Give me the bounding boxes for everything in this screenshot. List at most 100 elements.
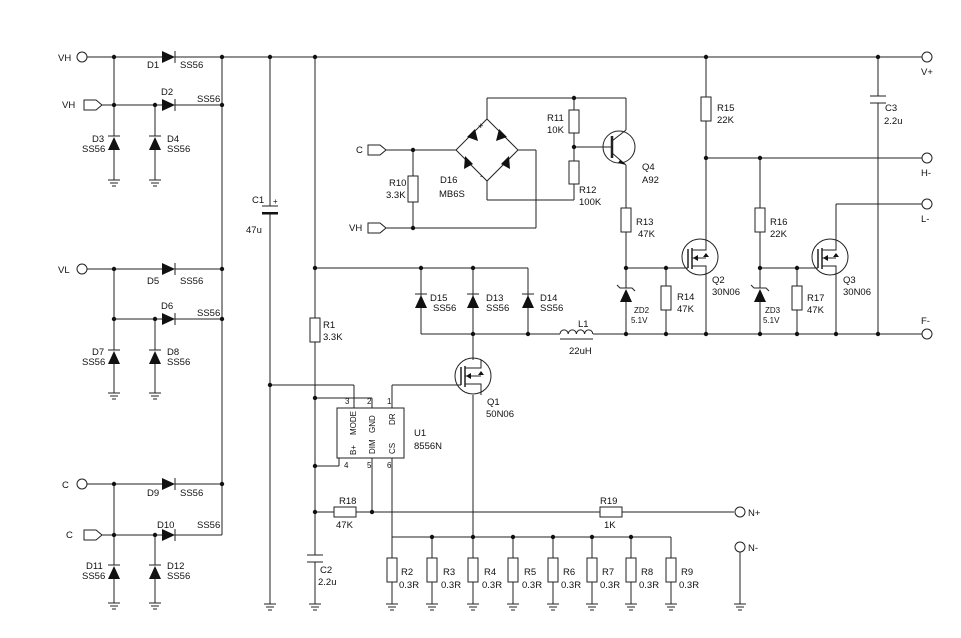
terminal-label: H- [921, 168, 931, 179]
component-ref-label: R10 [389, 178, 406, 189]
ground-symbols [107, 179, 747, 611]
component-ref-label: L1 [578, 319, 589, 330]
pin-label: 5 [367, 461, 372, 470]
terminal-n-minus[interactable]: N- [734, 541, 758, 554]
component-value-label: 30N06 [843, 287, 871, 298]
component-ref-label: D12 [167, 561, 184, 572]
capacitor-c3: C32.2u [870, 95, 903, 127]
terminal-n-plus[interactable]: N+ [734, 506, 761, 519]
terminal-v-plus[interactable]: V+ [921, 51, 933, 78]
terminal-label: N+ [748, 508, 761, 519]
component-ref-label: R8 [641, 567, 653, 578]
component-value-label: MB6S [439, 189, 465, 200]
component-value-label: 22K [717, 115, 735, 126]
component-value-label: SS56 [82, 571, 105, 582]
component-value-label: SS56 [540, 303, 563, 314]
component-value-label: 22K [770, 229, 788, 240]
capacitor-c2: C22.2u [307, 554, 337, 588]
component-ref-label: R6 [563, 567, 575, 578]
component-value-label: 10K [547, 125, 565, 136]
component-ref-label: U1 [414, 428, 426, 439]
component-ref-label: R16 [770, 217, 787, 228]
resistor-r2: R20.3R [386, 557, 419, 591]
component-ref-label: Q4 [642, 162, 655, 173]
pin-label: 1 [387, 397, 392, 406]
pin-label: 3 [345, 397, 350, 406]
component-value-label: 3.3K [386, 190, 406, 201]
pin-label: 4 [344, 461, 349, 470]
component-ref-label: C2 [320, 565, 332, 576]
resistor-r1: R13.3K [309, 317, 343, 343]
component-ref-label: D13 [486, 293, 503, 304]
component-ref-label: R7 [602, 567, 614, 578]
terminal-c-input[interactable]: C [356, 144, 387, 156]
terminal-vh-input[interactable]: VH [349, 222, 387, 234]
terminal-vh-1[interactable]: VH [58, 51, 88, 64]
component-ref-label: D8 [167, 347, 179, 358]
resistor-r6: R60.3R [547, 557, 581, 591]
terminal-h-minus[interactable]: H- [921, 152, 933, 179]
terminal-c-1[interactable]: C [62, 478, 88, 491]
component-ref-label: D1 [147, 60, 159, 71]
component-value-label: 8556N [414, 441, 442, 452]
component-ref-label: Q2 [712, 275, 725, 286]
terminal-label: V+ [921, 67, 933, 78]
component-ref-label: D16 [440, 175, 457, 186]
component-value-label: SS56 [197, 520, 220, 531]
wires [87, 56, 922, 604]
terminal-l-minus[interactable]: L- [921, 198, 933, 225]
resistor-r7: R70.3R [586, 557, 620, 591]
component-ref-label: Q1 [487, 397, 500, 408]
pin-label: DR [388, 413, 397, 425]
junction-dots [111, 54, 881, 540]
terminal-vh-2[interactable]: VH [62, 99, 103, 111]
component-ref-label: R1 [323, 320, 335, 331]
inductor-l1: L1 22uH [559, 319, 594, 357]
component-value-label: 47u [246, 225, 262, 236]
pin-label: MODE [349, 411, 358, 435]
component-value-label: 1K [604, 520, 616, 531]
component-ref-label: R11 [547, 113, 564, 124]
component-value-label: 47K [638, 229, 656, 240]
terminal-c-2[interactable]: C [66, 529, 103, 541]
terminal-f-minus[interactable]: F- [921, 316, 933, 340]
component-ref-label: D4 [167, 134, 179, 145]
component-ref-label: D10 [157, 520, 174, 531]
component-value-label: SS56 [197, 94, 220, 105]
terminal-label: L- [921, 214, 929, 225]
component-value-label: 0.3R [522, 580, 542, 591]
terminal-vl[interactable]: VL [58, 263, 88, 276]
component-value-label: 30N06 [712, 287, 740, 298]
resistor-r8: R80.3R [625, 557, 659, 591]
terminal-label: N- [748, 543, 758, 554]
component-value-label: SS56 [180, 488, 203, 499]
component-value-label: 0.3R [441, 580, 461, 591]
terminal-label: F- [921, 316, 930, 327]
component-ref-label: D14 [540, 293, 557, 304]
component-value-label: SS56 [180, 276, 203, 287]
component-ref-label: R13 [636, 217, 653, 228]
component-value-label: 47K [336, 520, 354, 531]
pin-label: GND [368, 415, 377, 433]
component-value-label: SS56 [167, 571, 190, 582]
component-ref-label: R9 [681, 567, 693, 578]
component-value-label: 0.3R [399, 580, 419, 591]
component-value-label: 22uH [569, 346, 592, 357]
diode-d10: D10 SS56 [157, 520, 220, 541]
